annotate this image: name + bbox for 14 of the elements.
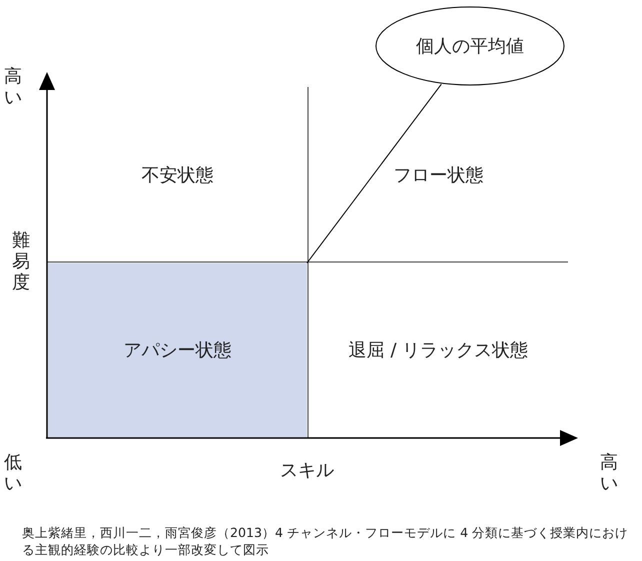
state-label: アパシー状態: [124, 339, 232, 362]
caption: 奥上紫緒里，西川一二，雨宮俊彦（2013）4 チャンネル・フローモデルに 4 分類に基づく授業内における主観的経験の比較より一部改変して図示: [22, 524, 630, 558]
axis-end-label: 高い: [600, 452, 619, 494]
axis-end-label: 高い: [4, 66, 23, 108]
axis-title: スキル: [280, 459, 334, 482]
axis-end-label: 低い: [4, 452, 23, 494]
quadrant-region: [48, 263, 307, 437]
callout-text: 個人の平均値: [416, 35, 524, 58]
leader-line: [306, 84, 442, 264]
axis-title: 難易度: [12, 230, 31, 293]
state-label: フロー状態: [394, 164, 484, 186]
callout-ellipse: [375, 6, 565, 86]
state-label: 退屈 / リラックス状態: [348, 339, 528, 362]
state-label: 不安状態: [142, 164, 214, 186]
